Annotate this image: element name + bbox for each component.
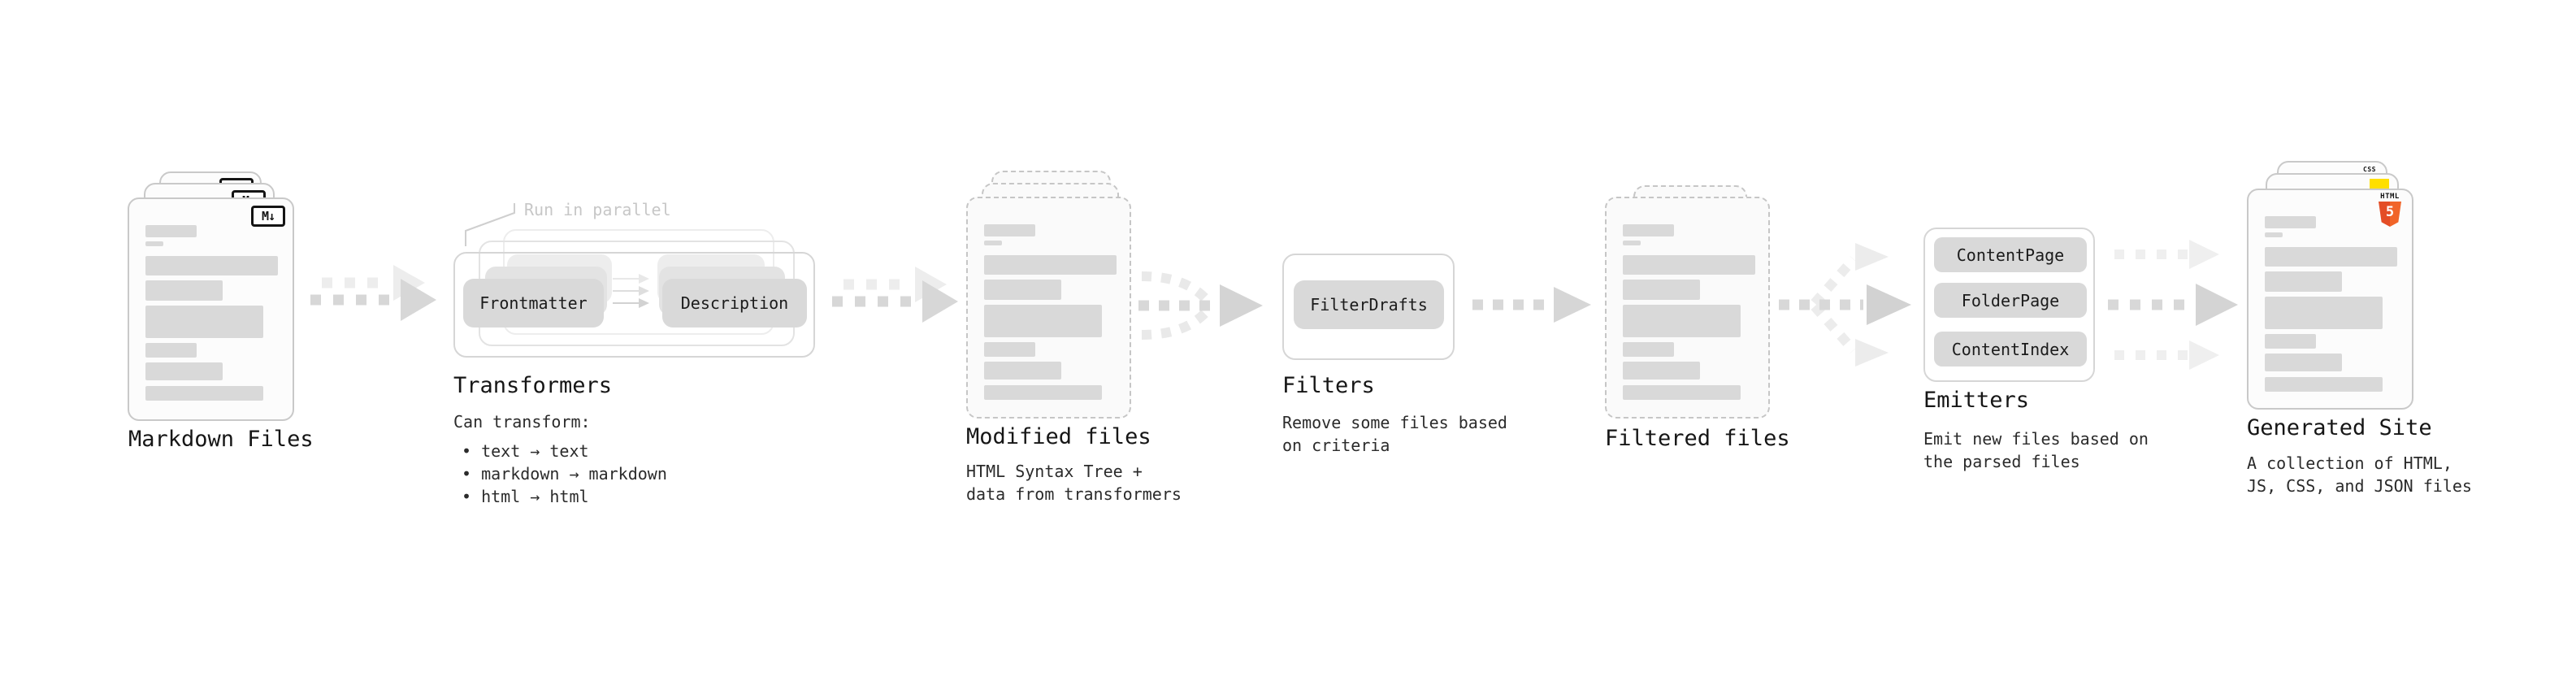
description-line: Can transform:: [453, 412, 591, 432]
skeleton-bar: [145, 225, 197, 237]
flow-arrow-filtered-to-emitters: [1779, 243, 1911, 367]
filters-description: Remove some files based on criteria: [1282, 411, 1507, 457]
bullet-line: • html → html: [462, 487, 589, 506]
skeleton-bar: [984, 280, 1061, 300]
description-pill: Description: [662, 279, 807, 327]
skeleton-bar: [1623, 255, 1755, 275]
filters-container: [1282, 254, 1455, 360]
modified-files-description: HTML Syntax Tree + data from transformer…: [966, 460, 1182, 505]
skeleton-bar: [145, 280, 223, 301]
skeleton-bar: [145, 386, 263, 401]
document-skeleton: [1623, 224, 1755, 400]
transformers-description: Can transform: • text → text • markdown …: [453, 410, 667, 508]
stage-title-modified-files: Modified files: [966, 424, 1151, 449]
modified-file-card-front: [966, 197, 1131, 419]
stage-title-transformers: Transformers: [453, 373, 613, 398]
flow-arrow-emitters-to-site: [2108, 240, 2238, 370]
generated-site-description: A collection of HTML, JS, CSS, and JSON …: [2247, 452, 2472, 497]
stage-title-generated-site: Generated Site: [2247, 415, 2432, 440]
markdown-file-card-front: M↓: [128, 197, 294, 421]
flow-arrow-modified-to-filters: [1138, 271, 1263, 340]
description-line: on criteria: [1282, 436, 1390, 455]
skeleton-bar: [1623, 241, 1641, 245]
transform-arrow-icon: [613, 298, 649, 308]
contentindex-pill: ContentIndex: [1934, 332, 2087, 367]
css-badge-label: CSS: [2363, 166, 2376, 173]
folderpage-pill: FolderPage: [1934, 283, 2087, 318]
skeleton-bar: [1623, 305, 1741, 337]
skeleton-bar: [145, 362, 223, 380]
stage-title-markdown-files: Markdown Files: [128, 427, 314, 452]
transformer-container-front: [453, 252, 815, 358]
skeleton-bar: [1623, 385, 1741, 400]
bullet-line: • markdown → markdown: [462, 464, 667, 484]
skeleton-bar: [2265, 216, 2316, 228]
stage-title-filtered-files: Filtered files: [1605, 426, 1790, 451]
bullet-line: • text → text: [462, 441, 589, 461]
skeleton-bar: [145, 306, 263, 338]
description-line: JS, CSS, and JSON files: [2247, 476, 2472, 496]
skeleton-bar: [145, 256, 278, 275]
filtered-file-card-front: [1605, 197, 1770, 419]
skeleton-bar: [1623, 280, 1700, 300]
skeleton-bar: [1623, 342, 1674, 357]
flow-arrow-transformers-to-modified: [832, 267, 958, 323]
skeleton-bar: [2265, 271, 2342, 292]
html5-shield: 5: [2379, 202, 2401, 227]
description-line: Emit new files based on: [1923, 429, 2149, 449]
site-file-card-html: HTML 5: [2247, 189, 2413, 410]
skeleton-bar: [984, 241, 1002, 245]
flow-arrow-markdown-to-transformers: [310, 265, 436, 321]
html5-badge-icon: HTML 5: [2378, 193, 2402, 227]
skeleton-bar: [984, 362, 1061, 380]
description-line: HTML Syntax Tree +: [966, 462, 1143, 481]
skeleton-bar: [984, 385, 1102, 400]
emitters-container: [1923, 228, 2095, 382]
run-in-parallel-annotation: Run in parallel: [524, 200, 671, 219]
transform-arrow-icon: [613, 286, 649, 296]
skeleton-bar: [984, 255, 1117, 275]
annotation-leader-line: [465, 203, 515, 246]
emitters-description: Emit new files based on the parsed files: [1923, 427, 2149, 473]
skeleton-bar: [2265, 297, 2383, 329]
skeleton-bar: [984, 224, 1035, 236]
stage-title-emitters: Emitters: [1923, 388, 2030, 413]
document-skeleton: [145, 225, 278, 401]
skeleton-bar: [1623, 224, 1674, 236]
markdown-icon: M↓: [251, 206, 285, 227]
skeleton-bar: [984, 342, 1035, 357]
frontmatter-pill: Frontmatter: [463, 279, 604, 327]
skeleton-bar: [145, 241, 163, 246]
skeleton-bar: [2265, 377, 2383, 392]
description-line: the parsed files: [1923, 452, 2080, 471]
skeleton-bar: [984, 305, 1102, 337]
contentpage-pill: ContentPage: [1934, 237, 2087, 272]
skeleton-bar: [1623, 362, 1700, 380]
skeleton-bar: [2265, 354, 2342, 371]
skeleton-bar: [145, 343, 197, 358]
html5-badge-label: HTML: [2380, 193, 2400, 201]
description-line: A collection of HTML,: [2247, 453, 2452, 473]
flow-arrow-filters-to-filtered: [1472, 287, 1591, 323]
description-line: Remove some files based: [1282, 413, 1507, 432]
stage-title-filters: Filters: [1282, 373, 1375, 398]
skeleton-bar: [2265, 247, 2397, 267]
document-skeleton: [984, 224, 1117, 400]
skeleton-bar: [2265, 334, 2316, 349]
skeleton-bar: [2265, 232, 2283, 237]
filterdrafts-pill: FilterDrafts: [1294, 280, 1444, 329]
document-skeleton: [2265, 216, 2397, 392]
description-line: data from transformers: [966, 484, 1182, 504]
transform-arrow-icon: [613, 274, 649, 284]
